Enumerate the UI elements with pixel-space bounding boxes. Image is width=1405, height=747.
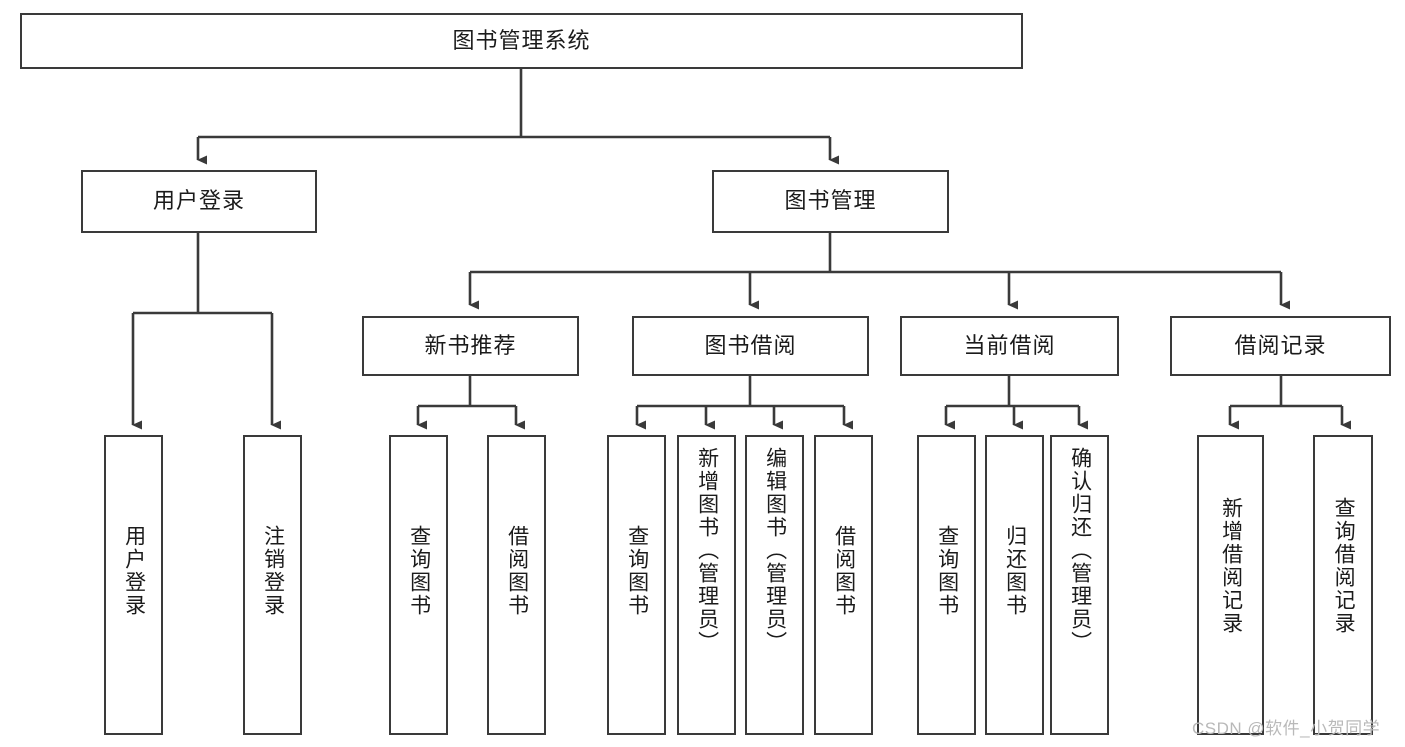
csdn-watermark: CSDN @软件_小贺同学 <box>1192 719 1381 738</box>
leaf-borrow-book[interactable]: 借阅图书 <box>814 435 873 735</box>
node-label: 查询借阅记录 <box>1332 497 1356 635</box>
node-user-login[interactable]: 用户登录 <box>81 170 317 233</box>
node-label: 归还图书 <box>1003 525 1027 617</box>
node-label: 用户登录 <box>152 188 245 214</box>
leaf-return-book[interactable]: 归还图书 <box>985 435 1044 735</box>
leaf-logout[interactable]: 注销登录 <box>243 435 302 735</box>
node-label: 图书管理 <box>784 188 877 214</box>
leaf-query-book-borrow[interactable]: 查询图书 <box>607 435 666 735</box>
node-label: 图书管理系统 <box>452 27 591 53</box>
node-label: 借阅图书 <box>832 525 856 617</box>
node-label: 注销登录 <box>261 525 285 617</box>
node-label: 查询图书 <box>935 525 959 617</box>
node-borrow-record[interactable]: 借阅记录 <box>1170 316 1391 376</box>
node-label: 借阅图书 <box>505 525 529 617</box>
leaf-query-borrow-record[interactable]: 查询借阅记录 <box>1313 435 1373 735</box>
node-label: 查询图书 <box>407 525 431 617</box>
node-book-borrow[interactable]: 图书借阅 <box>632 316 869 376</box>
node-label: 新书推荐 <box>424 332 517 358</box>
leaf-borrow-book-recommend[interactable]: 借阅图书 <box>487 435 546 735</box>
node-label: 图书借阅 <box>704 332 797 358</box>
leaf-edit-book-admin[interactable]: 编辑图书（管理员） <box>745 435 804 735</box>
node-label: 编辑图书（管理员） <box>763 447 787 654</box>
node-current-borrow[interactable]: 当前借阅 <box>900 316 1119 376</box>
node-label: 当前借阅 <box>963 332 1056 358</box>
node-label: 查询图书 <box>625 525 649 617</box>
leaf-add-borrow-record[interactable]: 新增借阅记录 <box>1197 435 1264 735</box>
node-label: 确认归还（管理员） <box>1068 447 1092 654</box>
leaf-confirm-return-admin[interactable]: 确认归还（管理员） <box>1050 435 1109 735</box>
node-book-management[interactable]: 图书管理 <box>712 170 949 233</box>
leaf-user-login[interactable]: 用户登录 <box>104 435 163 735</box>
node-label: 新增图书（管理员） <box>695 447 719 654</box>
leaf-add-book-admin[interactable]: 新增图书（管理员） <box>677 435 736 735</box>
node-root-book-management-system[interactable]: 图书管理系统 <box>20 13 1023 69</box>
node-new-book-recommend[interactable]: 新书推荐 <box>362 316 579 376</box>
leaf-query-book-current[interactable]: 查询图书 <box>917 435 976 735</box>
node-label: 用户登录 <box>122 525 146 617</box>
node-label: 借阅记录 <box>1234 332 1327 358</box>
leaf-query-book-recommend[interactable]: 查询图书 <box>389 435 448 735</box>
node-label: 新增借阅记录 <box>1219 497 1243 635</box>
